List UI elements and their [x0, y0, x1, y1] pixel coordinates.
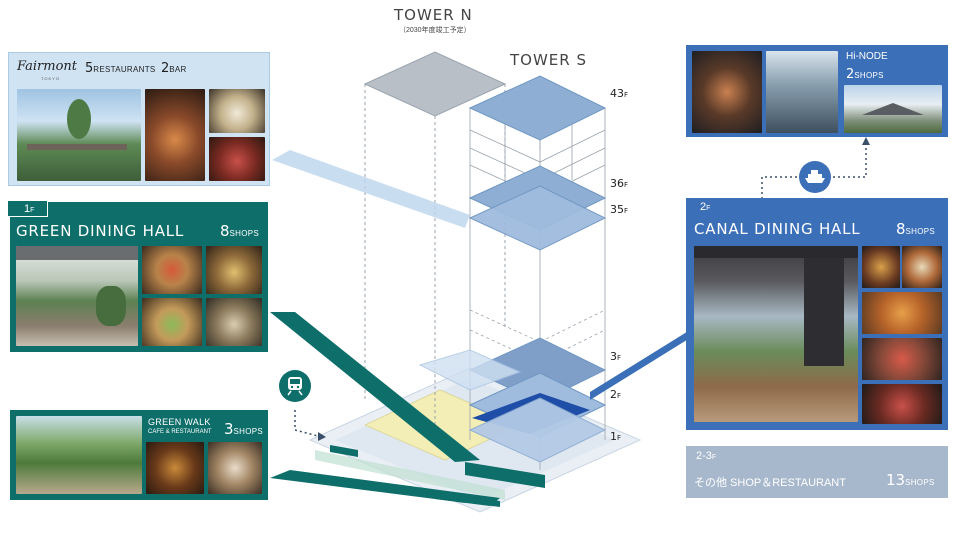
green-walk-burger-photo: [146, 442, 204, 494]
ship-arrow-right-head: [862, 137, 870, 145]
tower-s-title: TOWER S: [510, 51, 587, 69]
floor-label-35: 35F: [610, 203, 629, 216]
train-arrow-head: [318, 432, 326, 441]
green-walk-title: GREEN WALK: [148, 417, 211, 427]
green-dining-dish-photo-4: [206, 298, 262, 346]
fairmont-logo: Fairmont: [17, 59, 78, 74]
floor-43: [468, 75, 607, 141]
tower-n-subtitle: （2030年度竣工予定）: [399, 27, 471, 34]
floor-2-wing: [418, 349, 522, 391]
ship-icon: [799, 161, 831, 193]
fairmont-terrace-photo: [17, 89, 141, 181]
canal-dining-dish-photo-4: [862, 338, 942, 380]
green-lane: [315, 450, 505, 500]
green-walk-shops: 3SHOPS: [224, 420, 264, 438]
fairmont-panel[interactable]: Fairmont TOKYO 5RESTAURANTS 2BAR: [8, 52, 270, 186]
green-dining-hall-photo: [16, 246, 138, 346]
fairmont-dish-photo-3: [209, 137, 265, 181]
green-dining-shops: 8SHOPS: [220, 222, 260, 240]
floor-label-43: 43F: [610, 87, 629, 100]
canal-dining-shops: 8SHOPS: [896, 220, 936, 238]
other-shops-panel[interactable]: 2-3F その他 SHOP＆RESTAURANT 13SHOPS: [686, 446, 948, 498]
other-shops-floor: 2-3F: [696, 450, 717, 462]
green-dining-floor: 1F: [24, 203, 35, 215]
fairmont-logo-sub: TOKYO: [41, 76, 60, 81]
fairmont-restaurants: 5RESTAURANTS: [85, 61, 156, 76]
ship-arrow-right: [833, 142, 867, 178]
floor-label-3: 3F: [610, 350, 622, 363]
fairmont-dish-photo-2: [209, 89, 265, 133]
connector-green-walk: [270, 470, 500, 506]
floor-35: [468, 185, 607, 251]
canal-dining-dish-photo-5: [862, 384, 942, 424]
green-dining-hall-panel[interactable]: 1F GREEN DINING HALL 8SHOPS: [8, 201, 268, 352]
floor-1: [468, 397, 607, 463]
other-shops-count: 13SHOPS: [886, 471, 935, 489]
train-arrow: [294, 410, 319, 437]
green-dining-dish-photo-1: [142, 246, 202, 294]
fairmont-bar: 2BAR: [161, 61, 187, 76]
green-dining-dish-photo-2: [206, 246, 262, 294]
fairmont-dish-photo-1: [145, 89, 205, 181]
canal-dining-dish-photo-3: [862, 292, 942, 334]
floor-label-36: 36F: [610, 177, 629, 190]
hinode-building-photo: [844, 85, 942, 133]
hinode-panel[interactable]: Hi-NODE 2SHOPS: [686, 45, 948, 137]
green-walk-cafe-photo: [208, 442, 262, 494]
canal-dining-hall-photo: [694, 246, 858, 422]
other-shops-label: その他 SHOP＆RESTAURANT: [694, 477, 846, 489]
green-strip-2: [330, 445, 358, 457]
connector-green-dining: [270, 312, 480, 462]
green-dining-dish-photo-3: [142, 298, 202, 346]
connector-canal: [590, 330, 690, 400]
ship-arrow-left: [761, 176, 797, 205]
canal-dining-floor: 2F: [700, 201, 711, 213]
connector-fairmont: [272, 150, 470, 228]
floor-label-1: 1F: [610, 430, 622, 443]
green-strip-1: [465, 462, 545, 488]
hinode-food-photo: [692, 51, 762, 133]
canal-dining-dish-photo-1: [862, 246, 900, 288]
floor-label-2: 2F: [610, 388, 622, 401]
canal-dining-title: CANAL DINING HALL: [694, 220, 861, 238]
tower-n-title: TOWER N: [394, 6, 473, 24]
green-walk-panel[interactable]: GREEN WALK CAFE & RESTAURANT 3SHOPS: [10, 410, 268, 500]
hinode-title: Hi-NODE: [846, 51, 888, 62]
canal-dining-dish-photo-2: [902, 246, 942, 288]
green-walk-photo: [16, 416, 142, 494]
green-dining-title: GREEN DINING HALL: [16, 222, 185, 240]
hinode-shops: 2SHOPS: [846, 67, 884, 82]
train-icon: [279, 370, 311, 402]
green-walk-subtitle: CAFE & RESTAURANT: [148, 429, 212, 435]
canal-dining-hall-panel[interactable]: 2F CANAL DINING HALL 8SHOPS: [686, 198, 948, 430]
hinode-interior-photo: [766, 51, 838, 133]
